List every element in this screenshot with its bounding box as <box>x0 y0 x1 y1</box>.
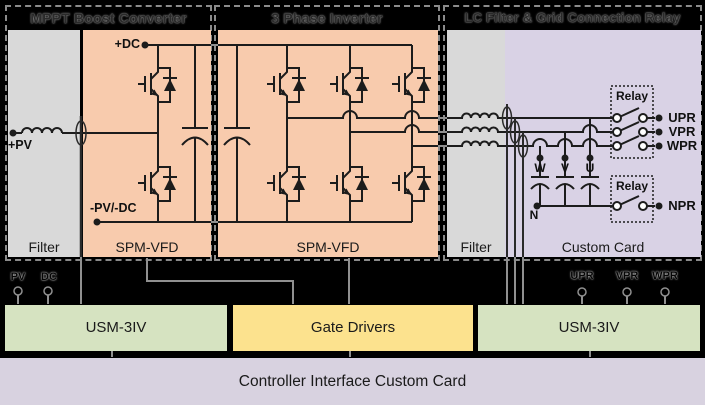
spm-vfd-label-inverter: SPM-VFD <box>296 239 360 255</box>
igbt-icon <box>329 55 370 113</box>
dc-plus-label: +DC <box>114 37 140 51</box>
u-label: U <box>585 161 595 175</box>
banner-lc-filter: LC Filter & Grid Connection Relay <box>445 7 700 29</box>
wpr-pin-label: WPR <box>652 270 678 282</box>
upr-pin-label: UPR <box>570 270 594 282</box>
neutral-node <box>533 202 541 210</box>
banner-mppt-boost: MPPT Boost Converter <box>7 7 210 29</box>
pv-minus-label: -PV/-DC <box>90 201 137 215</box>
filter-area-right <box>447 30 505 257</box>
pv-pin-label: PV <box>10 271 26 283</box>
dc-connector <box>43 286 53 296</box>
phase-u-line <box>287 110 613 119</box>
igbt-icon <box>391 55 432 113</box>
inverter-circuit <box>223 45 613 222</box>
relay-switch <box>612 195 663 211</box>
phase-v-line <box>350 124 613 133</box>
usm-3iv-board-right: USM-3IV <box>478 305 700 351</box>
v-tap-node <box>561 154 569 162</box>
relay-label: Relay <box>615 179 649 193</box>
relay-box <box>610 85 654 159</box>
relay-box <box>610 175 654 223</box>
relay-switch <box>612 135 663 151</box>
upr-label: UPR <box>668 110 696 125</box>
spm-vfd-area-boost <box>83 30 211 257</box>
w-tap-node <box>536 154 544 162</box>
ac-capacitor-icon <box>580 118 600 206</box>
relay-label: Relay <box>615 89 649 103</box>
vpr-connector <box>622 287 632 297</box>
igbt-icon <box>391 154 432 212</box>
igbt-icon <box>329 154 370 212</box>
relay-switch <box>612 107 663 123</box>
spm-vfd-area-inverter <box>218 30 438 257</box>
dc-minus-node <box>93 218 101 226</box>
banner-inverter: 3 Phase Inverter <box>216 7 438 29</box>
dc-pin-label: DC <box>41 271 57 283</box>
controller-interface-bar: Controller Interface Custom Card <box>0 358 705 405</box>
v-label: V <box>560 161 569 175</box>
w-label: W <box>534 161 546 175</box>
npr-label: NPR <box>668 198 696 213</box>
custom-card-area <box>505 30 701 257</box>
wpr-label: WPR <box>666 138 698 153</box>
igbt-icon <box>266 55 307 113</box>
interconnect-lines <box>13 44 670 357</box>
block-mppt-boost <box>5 5 212 261</box>
boost-inductor-icon <box>13 127 158 134</box>
vpr-pin-label: VPR <box>615 270 639 282</box>
pv-connector <box>13 286 23 296</box>
vpr-label: VPR <box>668 124 696 139</box>
filter-area-left <box>8 30 80 257</box>
wpr-connector <box>660 287 670 297</box>
boost-gate-connector <box>146 258 294 304</box>
relay-switch <box>612 121 663 137</box>
igbt-icon <box>137 55 178 113</box>
phase-w-line <box>412 138 613 147</box>
u-tap-node <box>586 154 594 162</box>
usm-3iv-board-left: USM-3IV <box>5 305 227 351</box>
pv-plus-label: +PV <box>8 138 32 152</box>
upr-connector <box>577 287 587 297</box>
lc-filter-circuit <box>501 85 663 257</box>
gate-drivers-board: Gate Drivers <box>233 305 473 351</box>
boost-converter-circuit <box>9 41 412 257</box>
dc-link-capacitor-icon <box>223 45 251 222</box>
n-label: N <box>529 208 539 222</box>
custom-card-label: Custom Card <box>561 239 645 255</box>
dc-link-capacitor-icon <box>181 45 209 222</box>
igbt-icon <box>266 154 307 212</box>
filter-label-right: Filter <box>460 239 492 255</box>
spm-vfd-label-boost: SPM-VFD <box>115 239 179 255</box>
filter-label-left: Filter <box>28 239 60 255</box>
